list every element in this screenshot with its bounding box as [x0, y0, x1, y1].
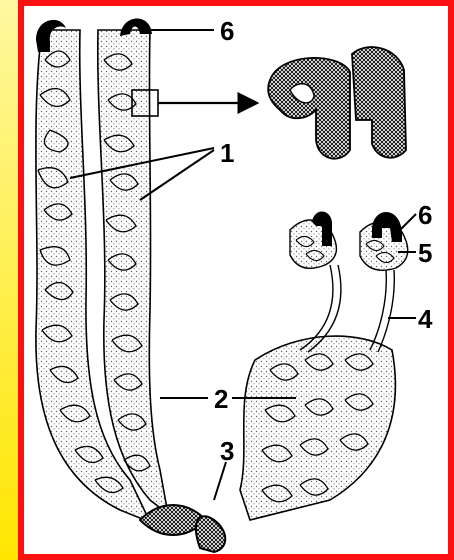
- label-6-right: 6: [418, 200, 432, 230]
- centromere-lobe: [196, 516, 225, 552]
- coiled-chromosome-detail-icon: [268, 47, 406, 159]
- label-2: 2: [214, 384, 228, 414]
- label-4: 4: [418, 304, 433, 334]
- label-5: 5: [418, 238, 432, 268]
- label-3: 3: [220, 436, 234, 466]
- label-1: 1: [220, 138, 234, 168]
- label-6-top: 6: [220, 16, 234, 46]
